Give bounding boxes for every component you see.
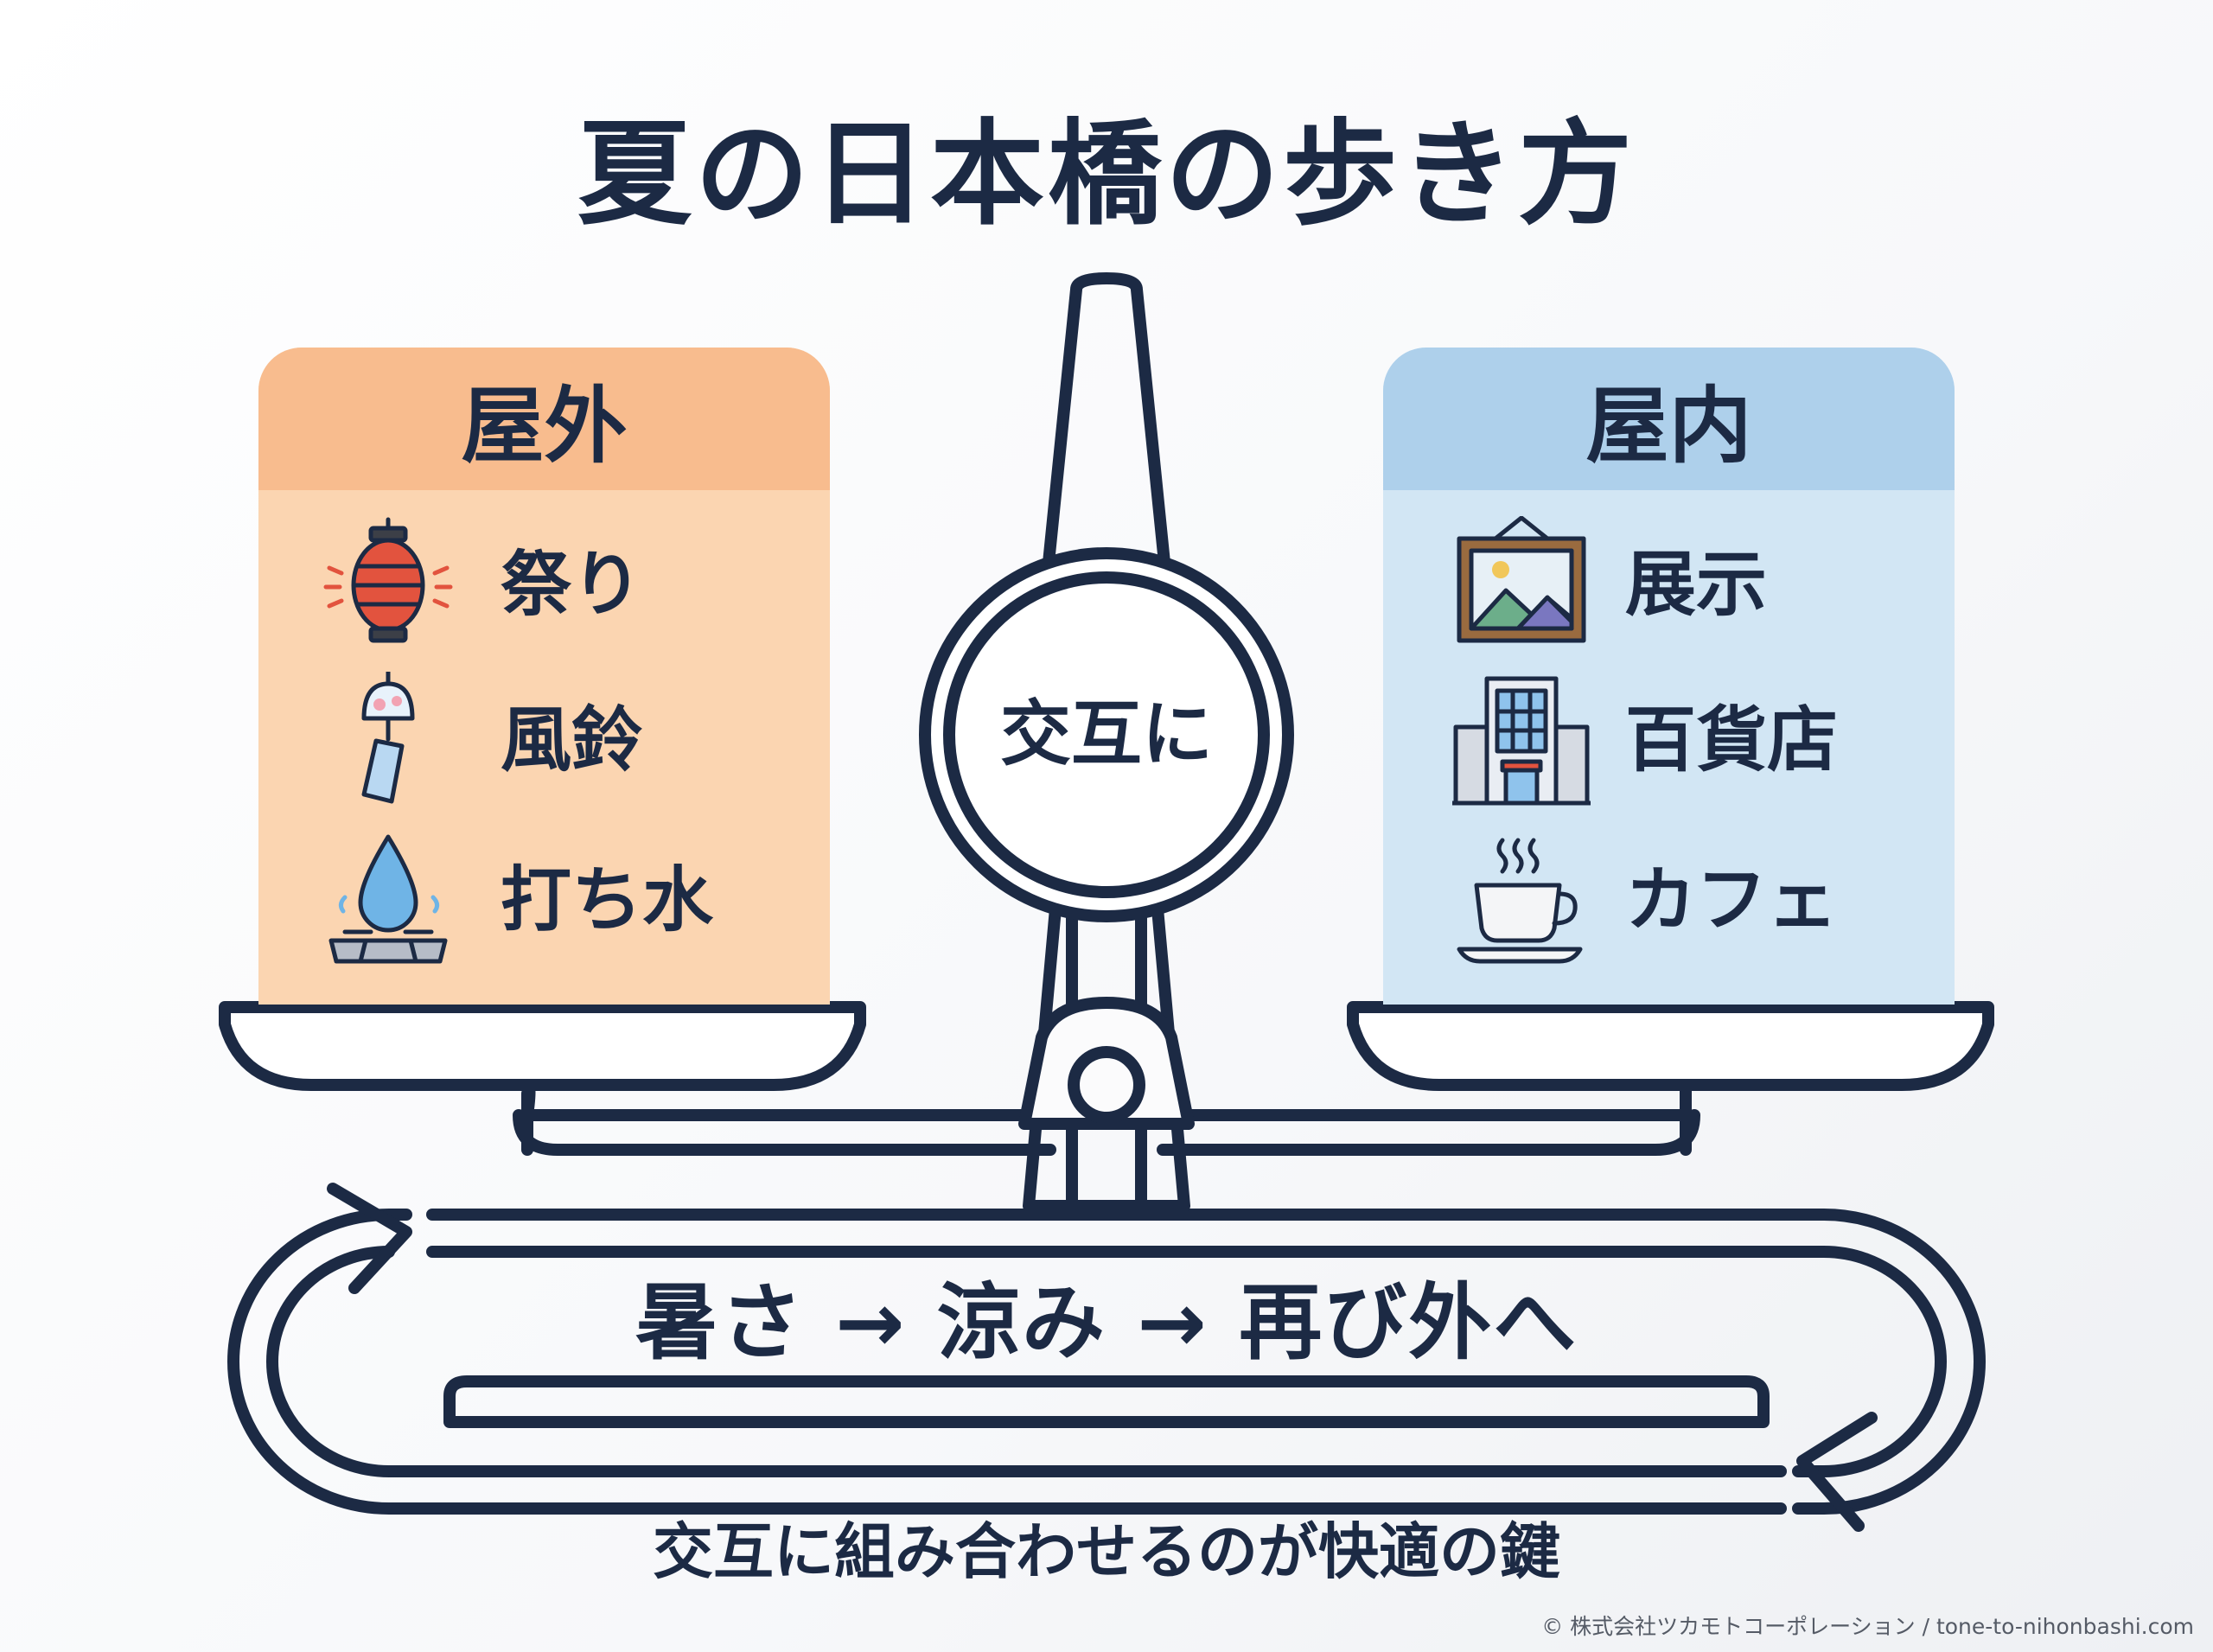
pivot-pin [1068,1046,1145,1124]
caption: 交互に組み合わせるのが快適の鍵 [653,1516,1560,1587]
cycle-loop-bottom-inner [266,1246,1787,1477]
outdoor-panel: 屋外 祭り [258,348,830,1005]
outdoor-item-festival: 祭り [258,516,830,654]
page-title: 夏の日本橋の歩き方 [577,108,1636,241]
indoor-item-label: 百貨店 [1625,699,1839,781]
indoor-heading: 屋内 [1383,348,1955,490]
outdoor-item-wind-chime: 風鈴 [258,672,830,810]
cycle-arrow-right-icon [1796,1412,1878,1532]
outdoor-heading: 屋外 [258,348,830,490]
framed-picture-icon [1457,516,1586,643]
outdoor-item-uchimizu: 打ち水 [258,832,830,970]
center-dial-inner [943,571,1270,898]
water-drop-icon [328,834,448,964]
cycle-loop-top-inner [426,1246,1947,1477]
indoor-item-label: 展示 [1625,544,1768,626]
cycle-track-inner-band [443,1375,1770,1428]
copyright: © 株式会社ツカモトコーポレーション / tone-to-nihonbashi.… [1541,1614,2194,1639]
scale-needle [1036,272,1177,637]
pivot-block [1018,997,1195,1130]
right-pan [1347,1001,1994,1091]
coffee-cup-icon [1457,838,1583,964]
indoor-item-label: カフェ [1625,859,1839,941]
wind-chime-icon [361,672,415,804]
left-pan [219,1001,866,1091]
indoor-item-department-store: 百貨店 [1383,672,1955,810]
lantern-icon [323,517,453,643]
indoor-item-exhibition: 展示 [1383,516,1955,654]
outdoor-item-label: 打ち水 [501,859,714,941]
cycle-text: 暑さ → 涼み → 再び外へ [635,1274,1578,1371]
center-dial-label: 交互に [999,693,1213,775]
cycle-arrow-left-icon [327,1183,412,1294]
cycle-loop-bottom-outer [227,1209,1787,1515]
indoor-panel: 屋内 展示 [1383,348,1955,1005]
outdoor-item-label: 祭り [501,544,643,626]
department-store-icon [1452,676,1591,806]
outdoor-item-label: 風鈴 [501,699,643,781]
cycle-loop-top-outer [426,1209,1986,1515]
indoor-item-cafe: カフェ [1383,832,1955,970]
